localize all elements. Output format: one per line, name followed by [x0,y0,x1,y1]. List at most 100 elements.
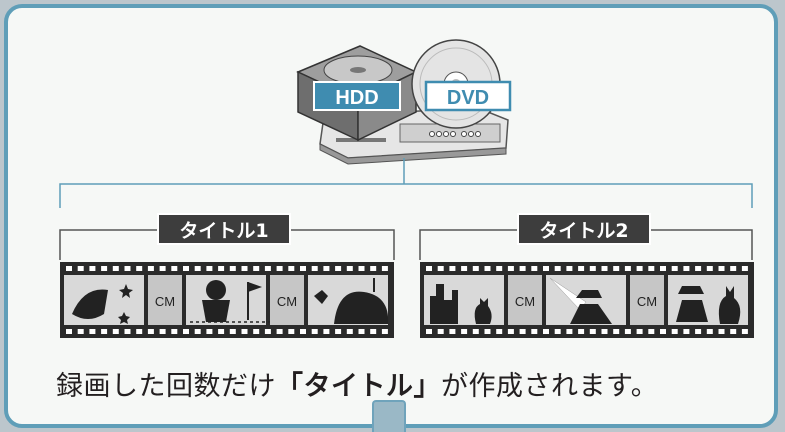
sprocket-hole [484,329,491,334]
sprocket-hole [346,266,353,271]
sprocket-hole [741,329,748,334]
sprocket-hole [741,266,748,271]
cm-label: CM [277,294,297,309]
sprocket-hole [706,329,713,334]
title-label-1: タイトル1 [157,213,291,245]
sprocket-hole [706,266,713,271]
sprocket-hole [484,266,491,271]
sprocket-hole [718,329,725,334]
sprocket-hole [437,266,444,271]
cm-frame: CM [148,275,182,325]
sprocket-hole [613,329,620,334]
sprocket-hole [461,329,468,334]
sprocket-hole [370,266,377,271]
sprocket-hole [264,266,271,271]
sprocket-hole [77,266,84,271]
sprocket-hole [66,329,72,334]
sprocket-hole [683,266,690,271]
sprocket-hole [426,266,432,271]
sprocket-hole [136,329,143,334]
cm-frame: CM [630,275,664,325]
sprocket-hole [229,266,236,271]
title-label-2: タイトル2 [517,213,651,245]
sprocket-hole [671,266,678,271]
sprocket-hole [578,329,585,334]
sprocket-hole [288,329,295,334]
caption-prefix: 録画した回数だけ [56,371,276,402]
title-label-2-text: タイトル2 [539,220,628,242]
sprocket-hole [253,329,260,334]
sprocket-hole [89,329,96,334]
sprocket-hole [147,329,154,334]
sprocket-hole [660,266,666,271]
sprocket-hole [335,266,342,271]
sprocket-hole [253,266,260,271]
sprocket-hole [183,266,189,271]
sprocket-hole [89,266,96,271]
sprocket-hole [311,266,318,271]
sprocket-hole [112,329,119,334]
sprocket-hole [519,266,526,271]
hdd-cube-icon: HDD [296,45,418,142]
sprocket-hole [496,329,503,334]
sprocket-hole [683,329,690,334]
sprocket-hole [311,329,318,334]
sprocket-hole [496,266,503,271]
sprocket-hole [636,266,643,271]
sprocket-hole [300,266,306,271]
sprocket-hole [358,266,365,271]
rocket-icon [72,284,133,324]
sprocket-hole [171,329,178,334]
sprocket-hole [206,266,213,271]
sprocket-hole [671,329,678,334]
sprocket-hole [218,329,225,334]
sprocket-hole [183,329,189,334]
sprocket-hole [507,266,514,271]
monster-icon [314,278,389,324]
sprocket-hole [171,266,178,271]
sprocket-hole [159,266,166,271]
sprocket-hole [426,329,432,334]
caption: 録画した回数だけ「タイトル」が作成されます。 [56,364,658,403]
sprocket-hole [229,329,236,334]
sprocket-hole [589,329,596,334]
sprocket-hole [370,329,377,334]
sprocket-hole [159,329,166,334]
panel-tab-handle[interactable] [372,400,406,432]
sprocket-hole [77,329,84,334]
sprocket-hole [578,266,585,271]
city-cat-icon [430,284,492,324]
sprocket-hole [381,329,388,334]
sprocket-hole [124,266,131,271]
silhouettes-icon [676,286,741,324]
sprocket-hole [695,329,702,334]
scene-frame-city-cat [424,275,504,325]
sprocket-hole [554,329,561,334]
sprocket-hole [449,266,456,271]
scene-frame-monster [308,275,389,325]
sprocket-hole [730,329,737,334]
sprocket-hole [335,329,342,334]
sprocket-hole [264,329,271,334]
connector-lines [59,158,753,208]
title-label-1-text: タイトル1 [179,220,268,242]
caption-suffix: が作成されます。 [441,371,659,402]
sprocket-hole [601,329,608,334]
sprocket-hole [589,266,596,271]
sprocket-hole [288,266,295,271]
explanation-panel: HDD DVD タイトル1 タイトル2 [4,4,778,428]
sprocket-hole [531,329,538,334]
astronaut-icon [190,280,270,323]
cm-label: CM [637,294,657,309]
sprocket-hole [101,329,108,334]
scene-frame-rocket [64,275,144,325]
sprocket-hole [449,329,456,334]
sprocket-hole [136,266,143,271]
sprocket-hole [718,266,725,271]
sprocket-hole [358,329,365,334]
sprocket-hole [566,266,573,271]
sprocket-hole [124,329,131,334]
sprocket-hole [461,266,468,271]
caption-emphasis: 「タイトル」 [276,371,441,402]
dvd-disc-icon: DVD [411,39,512,129]
